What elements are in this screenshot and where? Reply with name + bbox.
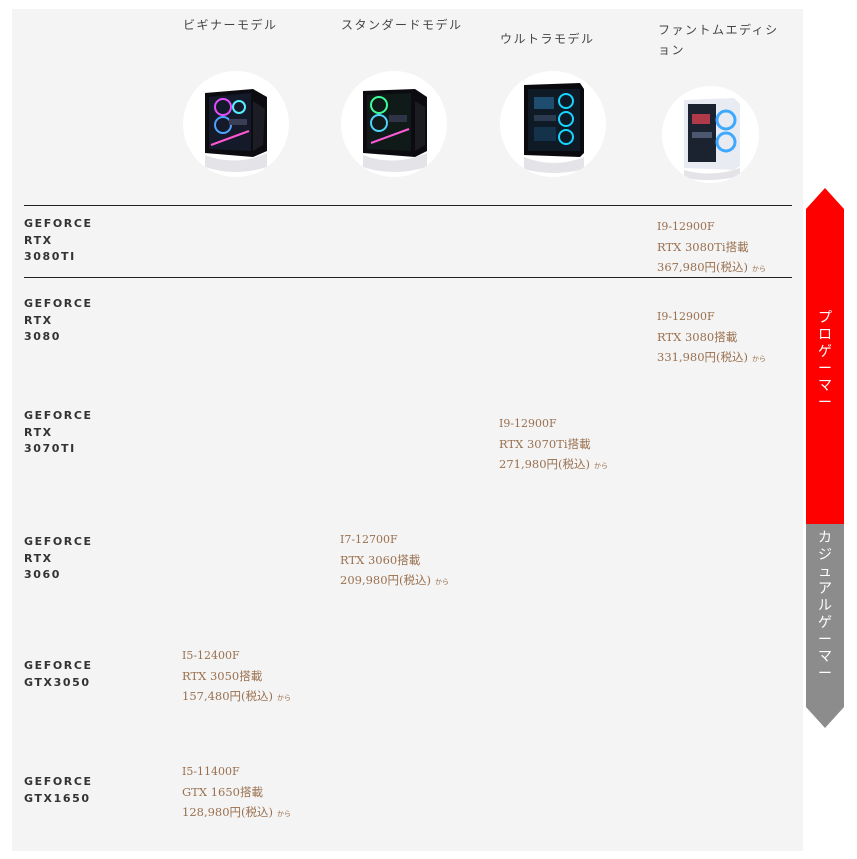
column-header-beginner: ビギナーモデル bbox=[183, 18, 278, 32]
pc-case-icon bbox=[205, 89, 267, 172]
beginner-pc-image[interactable] bbox=[183, 71, 289, 177]
spec-standard-rtx3060[interactable]: I7-12700F RTX 3060搭載 209,980円(税込)から bbox=[340, 533, 450, 587]
pc-case-icon bbox=[524, 83, 584, 173]
column-header-standard: スタンダードモデル bbox=[341, 18, 463, 32]
spec-beginner-gtx3050[interactable]: I5-12400F RTX 3050搭載 157,480円(税込)から bbox=[182, 649, 292, 703]
gamer-level-arrow bbox=[806, 188, 844, 728]
row-divider bbox=[24, 205, 792, 206]
spec-phantom-rtx3080[interactable]: I9-12900F RTX 3080搭載 331,980円(税込)から bbox=[657, 310, 767, 364]
pro-gamer-segment bbox=[806, 188, 844, 524]
spec-phantom-rtx3080ti[interactable]: I9-12900F RTX 3080Ti搭載 367,980円(税込)から bbox=[657, 220, 767, 274]
pro-gamer-label: プロゲーマー bbox=[818, 310, 832, 411]
pc-case-icon bbox=[684, 98, 740, 181]
casual-gamer-label: カジュアルゲーマー bbox=[818, 530, 832, 682]
column-header-phantom: ファントムエディション bbox=[658, 23, 779, 57]
row-divider bbox=[24, 277, 792, 278]
spec-beginner-gtx1650[interactable]: I5-11400F GTX 1650搭載 128,980円(税込)から bbox=[182, 765, 292, 819]
casual-gamer-segment bbox=[806, 524, 844, 728]
column-header-ultra: ウルトラモデル bbox=[500, 32, 595, 46]
ultra-pc-image[interactable] bbox=[500, 71, 606, 177]
standard-pc-image[interactable] bbox=[341, 71, 447, 177]
spec-ultra-rtx3070ti[interactable]: I9-12900F RTX 3070Ti搭載 271,980円(税込)から bbox=[499, 417, 609, 471]
pc-case-icon bbox=[363, 89, 427, 172]
phantom-pc-image[interactable] bbox=[662, 86, 759, 183]
